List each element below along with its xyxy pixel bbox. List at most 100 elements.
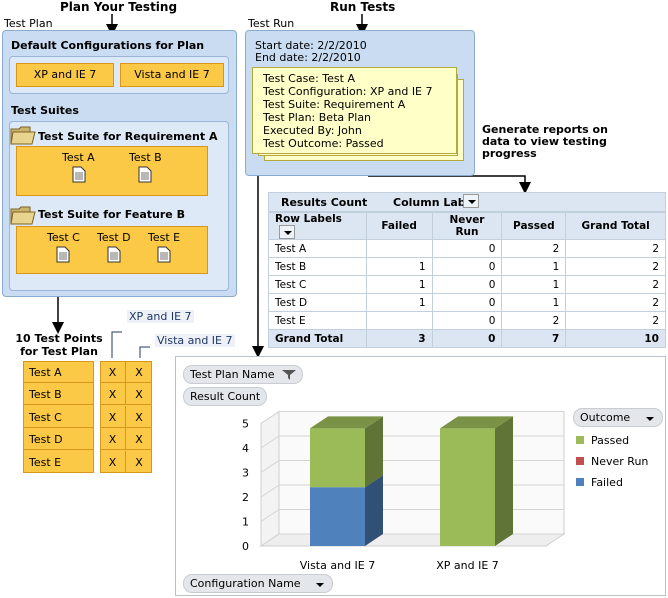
result-test-config: Test Configuration: XP and IE 7: [263, 85, 433, 98]
config-vista-ie7[interactable]: Vista and IE 7: [120, 63, 224, 87]
configuration-name-chip[interactable]: Configuration Name: [183, 574, 333, 593]
pivot-header-bar: Results Count Column Lab: [268, 192, 666, 212]
document-icon: [56, 246, 70, 263]
test-run-label: Test Run: [248, 17, 295, 30]
result-executed-by: Executed By: John: [263, 124, 362, 137]
pivot-cell-failed: 1: [365, 257, 433, 276]
test-point-mark[interactable]: X: [126, 451, 152, 473]
test-point-label: Test A: [23, 361, 94, 383]
pivot-row-label: Test A: [268, 239, 367, 258]
case-test-c[interactable]: Test C: [47, 231, 80, 244]
chevron-down-icon: [316, 583, 324, 587]
x-category-label: Vista and IE 7: [300, 559, 376, 572]
outcome-legend-chip[interactable]: Outcome: [573, 408, 663, 427]
test-point-mark[interactable]: X: [126, 406, 152, 428]
gridline: [260, 460, 280, 473]
pivot-cell-never-run: 0: [431, 311, 503, 330]
legend-label: Failed: [591, 476, 623, 489]
test-point-label: Test D: [23, 428, 94, 451]
row-labels-text: Row Labels: [275, 213, 342, 225]
test-point-mark[interactable]: X: [100, 428, 126, 451]
test-plan-label: Test Plan: [4, 17, 53, 30]
pivot-cell-failed: [365, 311, 433, 330]
result-count-chip[interactable]: Result Count: [183, 387, 268, 406]
pivot-cell-never-run: 0: [431, 239, 503, 258]
pivot-cell-total: 2: [565, 257, 666, 276]
test-point-mark[interactable]: X: [126, 383, 152, 406]
chart-side-wall: [260, 410, 280, 547]
test-point-mark[interactable]: X: [126, 361, 152, 383]
col-header-never-run: Never Run: [431, 212, 503, 240]
test-point-mark[interactable]: X: [100, 450, 126, 473]
document-icon: [72, 166, 86, 183]
result-outcome: Test Outcome: Passed: [263, 137, 384, 150]
y-tick-label: 4: [242, 442, 249, 455]
case-test-b[interactable]: Test B: [129, 151, 162, 164]
pivot-cell-total: 2: [565, 293, 666, 312]
bar-top: [440, 416, 513, 429]
default-configs-title: Default Configurations for Plan: [11, 39, 205, 52]
reports-caption: Generate reports on data to view testing…: [482, 124, 608, 160]
grand-total-passed: 7: [501, 329, 567, 348]
bar-segment: [440, 428, 495, 546]
pivot-row-label: Test B: [268, 257, 367, 276]
case-test-d[interactable]: Test D: [97, 231, 131, 244]
document-icon: [107, 246, 121, 263]
test-points-title: 10 Test Points for Test Plan: [14, 332, 104, 358]
bar-segment-side: [365, 416, 383, 488]
gridline: [260, 509, 280, 522]
folder-icon: [10, 206, 36, 225]
test-points-title-line1: 10 Test Points: [15, 332, 103, 345]
y-tick-label: 5: [242, 418, 249, 431]
gridline: [260, 533, 280, 547]
run-heading: Run Tests: [330, 0, 396, 14]
result-test-plan: Test Plan: Beta Plan: [263, 111, 372, 124]
grand-total-failed: 3: [365, 329, 433, 348]
pivot-row-label: Test E: [268, 311, 367, 330]
gridline: [260, 484, 280, 498]
legend-swatch: [576, 457, 584, 465]
suite-b-title: Test Suite for Feature B: [38, 208, 185, 221]
suite-a-title: Test Suite for Requirement A: [38, 130, 218, 143]
bar-segment-side: [495, 416, 513, 546]
column-filter-dropdown[interactable]: [459, 194, 479, 208]
case-test-a[interactable]: Test A: [62, 151, 95, 164]
pivot-cell-failed: 1: [365, 275, 433, 294]
pivot-row-label: Test C: [268, 275, 367, 294]
test-point-mark[interactable]: X: [100, 405, 126, 428]
pivot-cell-total: 2: [565, 311, 666, 330]
col-header-grand-total: Grand Total: [565, 212, 666, 240]
test-point-label: Test C: [23, 406, 94, 428]
chevron-down-icon: [646, 417, 654, 421]
pivot-cell-passed: 2: [501, 311, 567, 330]
pivot-cell-total: 2: [565, 275, 666, 294]
bar-segment: [310, 428, 365, 488]
axis-field-label: Configuration Name: [190, 577, 301, 590]
run-end-date: End date: 2/2/2010: [255, 51, 361, 64]
pivot-row-label: Test D: [268, 293, 367, 312]
default-configs-box: XP and IE 7 Vista and IE 7: [9, 56, 229, 94]
test-suites-title: Test Suites: [11, 104, 79, 117]
pivot-cell-passed: 2: [501, 239, 567, 258]
legend-label: Never Run: [591, 455, 648, 468]
result-test-case: Test Case: Test A: [263, 72, 355, 85]
test-point-mark[interactable]: X: [100, 383, 126, 406]
gridline: [260, 411, 280, 424]
test-points-title-line2: for Test Plan: [20, 345, 98, 358]
test-point-mark[interactable]: X: [126, 428, 152, 451]
config-xp-ie7[interactable]: XP and IE 7: [16, 63, 114, 87]
y-tick-label: 3: [242, 467, 249, 480]
test-result-card[interactable]: Test Case: Test A Test Configuration: XP…: [252, 67, 457, 154]
bar-top: [310, 416, 383, 429]
legend-swatch: [576, 478, 584, 486]
test-point-mark[interactable]: X: [100, 361, 126, 383]
case-test-e[interactable]: Test E: [148, 231, 181, 244]
point-config-label-xp: XP and IE 7: [127, 310, 194, 323]
grand-total-row: Grand Total 3 0 7 10: [268, 329, 666, 348]
row-labels-header[interactable]: Row Labels: [268, 212, 367, 240]
test-plan-name-chip[interactable]: Test Plan Name: [183, 365, 303, 384]
